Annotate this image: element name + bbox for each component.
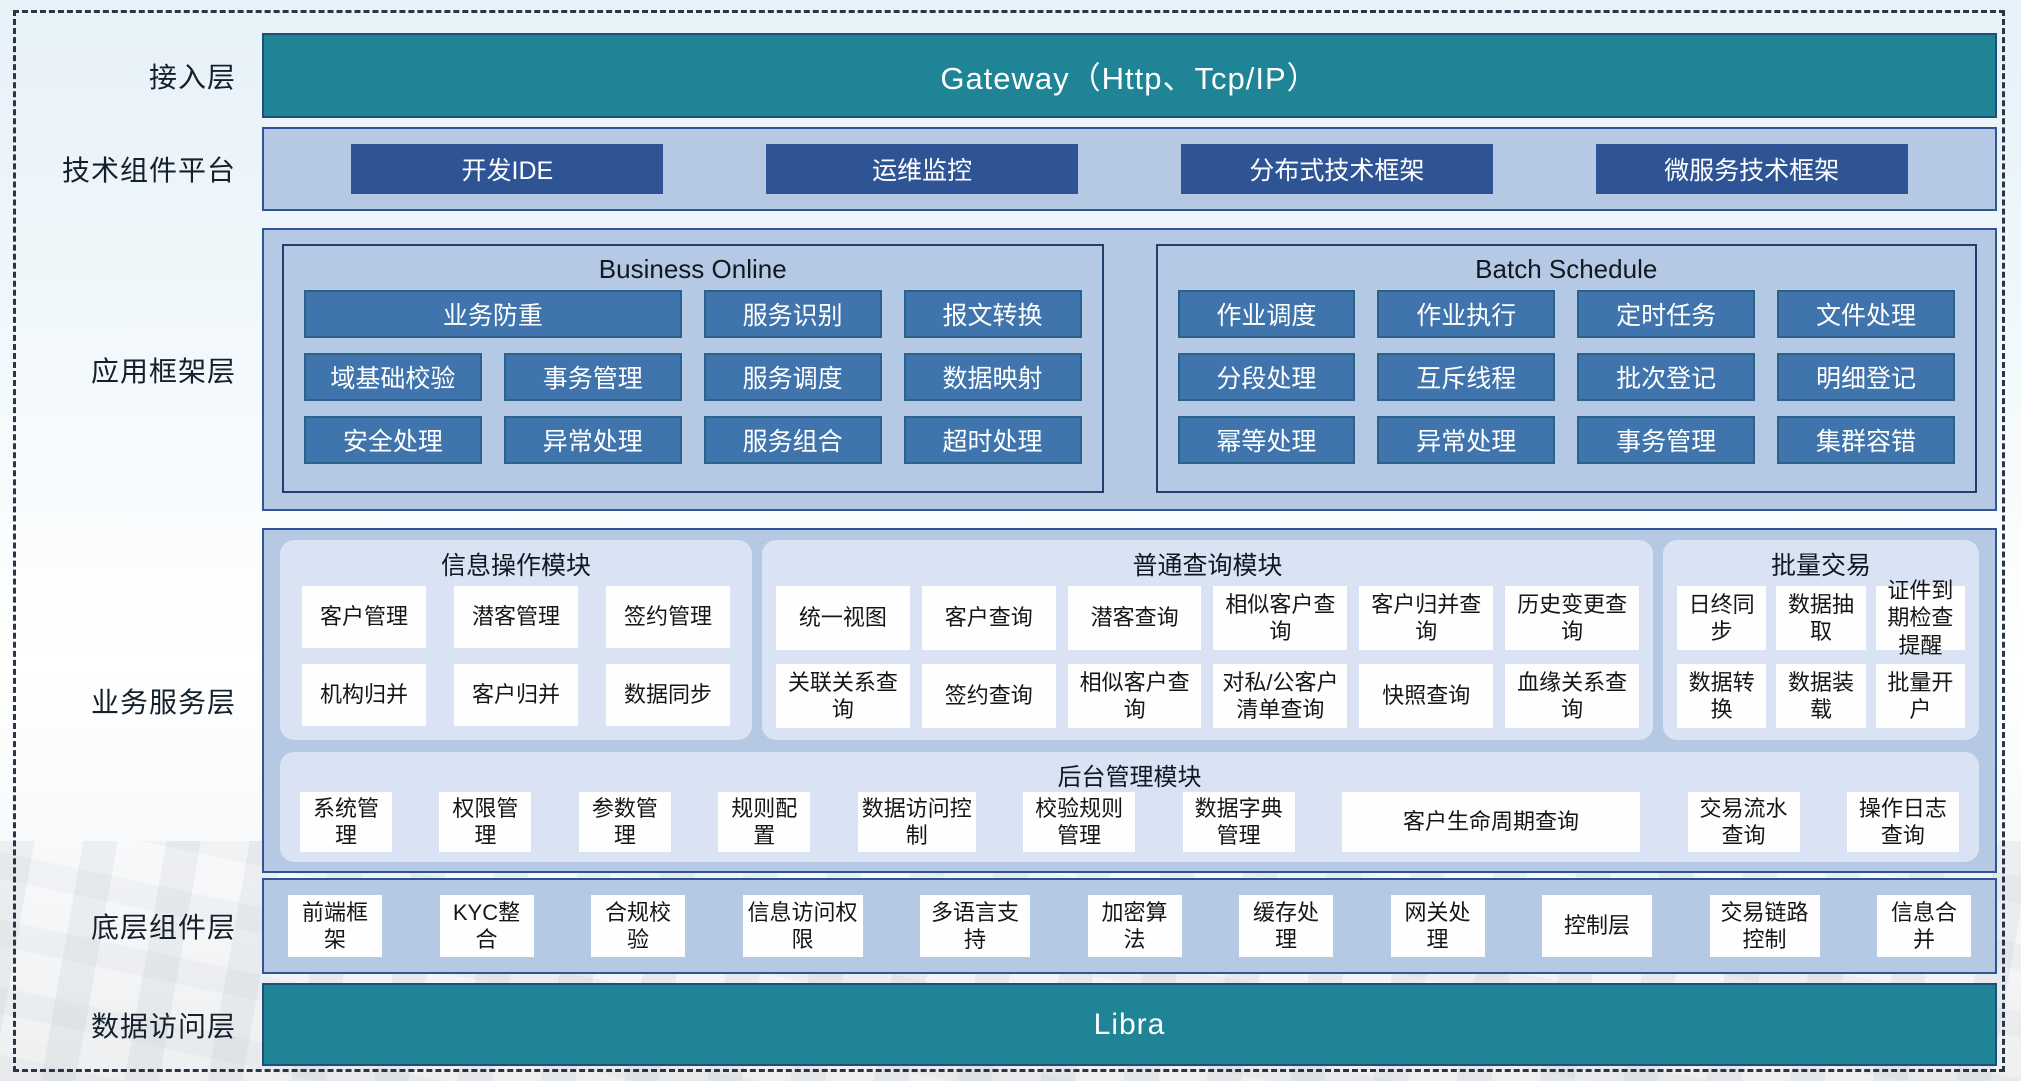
group-business-online: Business Online 业务防重 服务识别 报文转换 域基础校验 事务管… — [282, 244, 1104, 493]
service-box: 客户管理 — [302, 586, 426, 648]
module-box: 作业执行 — [1377, 290, 1556, 338]
layer-label-access: 接入层 — [148, 61, 236, 93]
tech-item-ops-monitor: 运维监控 — [766, 144, 1079, 194]
layer-label-base-components: 底层组件层 — [90, 912, 236, 943]
service-box: 数据抽取 — [1776, 586, 1866, 650]
module-box: 事务管理 — [1577, 416, 1756, 464]
component-box: 多语言支持 — [920, 895, 1030, 957]
module-box: 事务管理 — [503, 353, 682, 401]
module-box: 文件处理 — [1777, 290, 1955, 338]
module-box: 异常处理 — [503, 416, 682, 464]
module-info-ops: 信息操作模块 客户管理 潜客管理 签约管理 机构归并 客户归并 数据同步 — [280, 540, 752, 740]
service-box: 潜客管理 — [454, 586, 578, 648]
group-title-business-online: Business Online — [598, 253, 787, 284]
tech-item-dev-ide: 开发IDE — [351, 144, 664, 194]
service-box: 机构归并 — [302, 664, 426, 726]
service-box: 校验规则管理 — [1023, 792, 1136, 852]
module-title-info-ops: 信息操作模块 — [440, 552, 591, 580]
service-box: 规则配置 — [718, 792, 811, 852]
business-service-panel: 信息操作模块 客户管理 潜客管理 签约管理 机构归并 客户归并 数据同步 普通查… — [262, 528, 1997, 873]
service-box: 签约查询 — [921, 664, 1056, 728]
component-box: 控制层 — [1542, 895, 1652, 957]
component-box: 信息合并 — [1877, 895, 1971, 957]
module-box: 服务调度 — [703, 353, 882, 401]
module-box: 业务防重 — [304, 290, 682, 338]
service-box: 对私/公客户清单查询 — [1213, 664, 1348, 728]
service-box: 交易流水查询 — [1687, 792, 1800, 852]
service-box: 数据同步 — [606, 664, 730, 726]
service-box: 操作日志查询 — [1846, 792, 1959, 852]
service-box: 批量开户 — [1875, 664, 1965, 728]
module-box: 域基础校验 — [304, 353, 482, 401]
component-box: 合规校验 — [591, 895, 685, 957]
app-framework-panel: Business Online 业务防重 服务识别 报文转换 域基础校验 事务管… — [262, 228, 1997, 511]
service-box: 数据转换 — [1677, 664, 1767, 728]
component-box: 交易链路控制 — [1709, 895, 1820, 957]
module-box: 作业调度 — [1177, 290, 1356, 338]
component-box: 信息访问权限 — [742, 895, 863, 957]
service-box: 数据字典管理 — [1182, 792, 1295, 852]
module-box: 集群容错 — [1777, 416, 1955, 464]
module-title-admin: 后台管理模块 — [1057, 763, 1202, 791]
gateway-bar: Gateway（Http、Tcp/IP） — [262, 33, 1997, 118]
service-box: 历史变更查询 — [1505, 586, 1639, 650]
service-box: 数据访问控制 — [857, 792, 976, 852]
service-box: 证件到期检查提醒 — [1875, 578, 1965, 658]
service-box: 潜客查询 — [1067, 586, 1202, 650]
tech-item-distributed-fw: 分布式技术框架 — [1180, 144, 1493, 194]
module-box: 服务组合 — [703, 416, 882, 464]
service-box: 相似客户查询 — [1067, 664, 1202, 728]
component-box: 加密算法 — [1087, 895, 1182, 957]
layer-label-business-service: 业务服务层 — [90, 686, 236, 718]
module-box: 报文转换 — [903, 290, 1082, 338]
tech-platform-items: 开发IDE 运维监控 分布式技术框架 微服务技术框架 — [264, 129, 1995, 209]
layer-label-app-framework: 应用框架层 — [90, 355, 236, 387]
module-box: 服务识别 — [703, 290, 882, 338]
component-box: 网关处理 — [1390, 895, 1485, 957]
service-box: 相似客户查询 — [1213, 586, 1348, 650]
module-box: 数据映射 — [903, 353, 1082, 401]
service-box: 快照查询 — [1359, 664, 1494, 728]
service-box: 系统管理 — [300, 792, 392, 852]
layer-label-data-access: 数据访问层 — [90, 1010, 236, 1042]
group-title-batch-schedule: Batch Schedule — [1475, 253, 1658, 284]
module-common-query: 普通查询模块 统一视图 客户查询 潜客查询 相似客户查询 客户归并查询 历史变更… — [762, 540, 1653, 740]
module-box: 明细登记 — [1777, 353, 1955, 401]
group-batch-schedule: Batch Schedule 作业调度 作业执行 定时任务 文件处理 分段处理 … — [1155, 244, 1977, 493]
module-box: 异常处理 — [1377, 416, 1556, 464]
tech-platform-panel: 开发IDE 运维监控 分布式技术框架 微服务技术框架 — [262, 127, 1997, 211]
layer-label-tech-platform: 技术组件平台 — [61, 155, 236, 186]
tech-item-microservice-fw: 微服务技术框架 — [1595, 144, 1908, 194]
module-box: 超时处理 — [903, 416, 1082, 464]
module-box: 批次登记 — [1577, 353, 1756, 401]
service-box: 血缘关系查询 — [1505, 664, 1639, 728]
module-box: 分段处理 — [1177, 353, 1356, 401]
service-box: 客户归并查询 — [1359, 586, 1494, 650]
module-box: 幂等处理 — [1177, 416, 1356, 464]
service-box: 日终同步 — [1677, 586, 1767, 650]
service-box: 客户归并 — [454, 664, 578, 726]
module-box: 互斥线程 — [1377, 353, 1556, 401]
component-box: 缓存处理 — [1239, 895, 1333, 957]
module-title-batch-trade: 批量交易 — [1770, 552, 1871, 580]
component-box: KYC整合 — [439, 895, 534, 957]
service-box: 统一视图 — [776, 586, 910, 650]
module-admin: 后台管理模块 系统管理 权限管理 参数管理 规则配置 数据访问控制 校验规则管理… — [280, 752, 1979, 862]
module-title-common-query: 普通查询模块 — [1132, 552, 1283, 580]
component-box: 前端框架 — [288, 895, 382, 957]
service-box: 数据装载 — [1776, 664, 1866, 728]
service-box: 权限管理 — [439, 792, 532, 852]
service-box: 关联关系查询 — [776, 664, 910, 728]
service-box: 签约管理 — [606, 586, 730, 648]
service-box: 参数管理 — [578, 792, 671, 852]
service-box: 客户查询 — [921, 586, 1056, 650]
module-batch-trade: 批量交易 日终同步 数据抽取 证件到期检查提醒 数据转换 数据装载 批量开户 — [1663, 540, 1979, 740]
module-box: 安全处理 — [304, 416, 482, 464]
base-components-panel: 前端框架 KYC整合 合规校验 信息访问权限 多语言支持 加密算法 缓存处理 网… — [262, 878, 1997, 974]
service-box: 客户生命周期查询 — [1342, 792, 1641, 852]
libra-bar: Libra — [262, 983, 1997, 1066]
module-box: 定时任务 — [1577, 290, 1756, 338]
